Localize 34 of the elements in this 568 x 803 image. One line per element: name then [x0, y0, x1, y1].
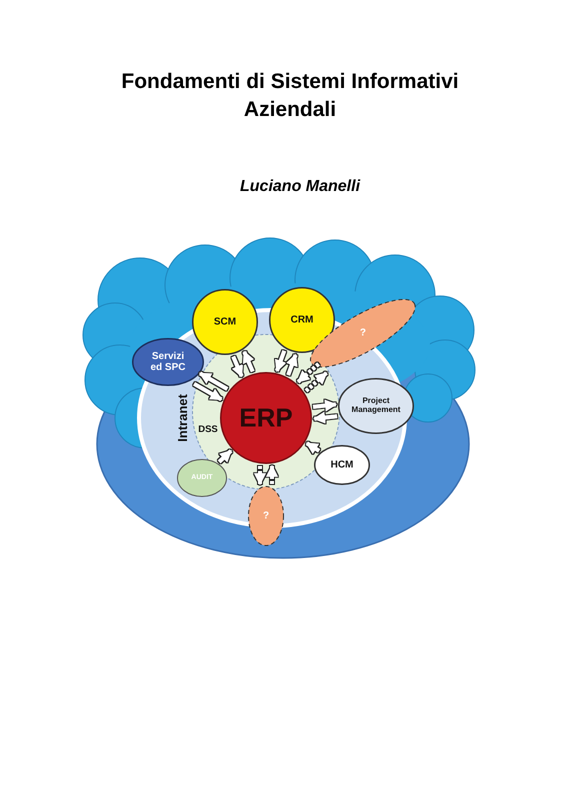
- placeholder-ellipse: [248, 486, 284, 546]
- module-ellipse: [314, 445, 370, 485]
- block-arrow: [312, 400, 337, 412]
- node-label: Intranet: [176, 394, 190, 442]
- block-arrow: [199, 372, 228, 391]
- node-label: ERP: [239, 404, 293, 432]
- title: Fondamenti di Sistemi Informativi Aziendali: [120, 69, 460, 124]
- block-arrow: [296, 362, 320, 384]
- block-arrow: [286, 354, 298, 376]
- block-arrow: [304, 371, 328, 392]
- module-circle: [269, 287, 335, 353]
- node-label: HCM: [330, 460, 354, 470]
- block-arrow: [242, 350, 254, 372]
- module-ellipse: [132, 338, 204, 386]
- node-label: ?: [360, 327, 366, 338]
- node-label: ?: [262, 510, 270, 522]
- module-ellipse: [338, 378, 414, 434]
- block-arrow: [266, 464, 278, 484]
- core-circle: [220, 372, 312, 464]
- node-label: Servizi ed SPC: [149, 351, 186, 373]
- block-arrow: [231, 356, 244, 378]
- node-label: CRM: [290, 314, 314, 326]
- node-label: Project Management: [350, 397, 402, 415]
- module-circle: [192, 289, 258, 355]
- block-arrow: [218, 449, 232, 464]
- block-arrow: [275, 350, 286, 372]
- module-ellipse: [177, 459, 227, 497]
- node-label: DSS: [198, 424, 218, 436]
- block-arrow: [254, 466, 266, 486]
- node-label: SCM: [214, 316, 236, 328]
- block-arrow: [313, 412, 338, 424]
- block-arrow: [193, 382, 222, 402]
- block-arrow: [306, 442, 320, 454]
- author-name: Luciano Manelli: [240, 178, 360, 196]
